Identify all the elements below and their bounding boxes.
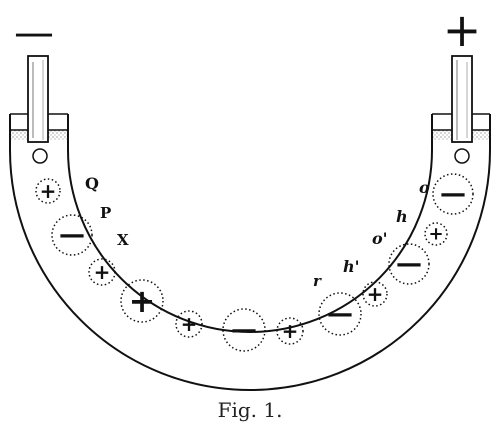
label-x: X [117, 231, 129, 249]
positive-electrode-tip [454, 148, 470, 164]
svg-text:—: — [231, 315, 257, 345]
ion-minus: — [51, 214, 93, 256]
svg-text:—: — [440, 179, 466, 209]
svg-text:+: + [367, 282, 384, 306]
negative-electrode [27, 55, 49, 164]
ion-minus: — [432, 173, 474, 215]
svg-text:+: + [40, 179, 57, 203]
ion-plus: + [35, 178, 61, 204]
label-p: P [100, 204, 111, 222]
u-tube-outer-wall [9, 114, 491, 391]
positive-electrode [451, 55, 473, 164]
ion-plus: + [362, 281, 388, 307]
label-q: Q [85, 174, 99, 193]
svg-text:—: — [327, 299, 353, 329]
u-tube-inner-wall [67, 114, 433, 333]
ion-plus: + [175, 310, 203, 338]
ion-plus: + [120, 279, 164, 323]
svg-text:+: + [129, 282, 156, 320]
ion-minus: — [388, 243, 430, 285]
svg-text:+: + [282, 319, 299, 343]
ion-minus: — [222, 308, 266, 352]
ion-plus: + [88, 258, 116, 286]
label-o-prime: o' [372, 229, 388, 248]
ion-plus: + [424, 222, 448, 246]
svg-text:+: + [94, 260, 111, 284]
ion-minus: — [318, 292, 362, 336]
label-h: h [396, 207, 408, 226]
ion-plus: + [276, 317, 304, 345]
svg-text:+: + [428, 224, 443, 245]
positive-electrode-sign: + [443, 3, 482, 57]
figure-caption: Fig. 1. [217, 398, 283, 422]
label-h-prime: h' [343, 257, 360, 276]
negative-electrode-tip [32, 148, 48, 164]
label-o: o [419, 178, 430, 197]
label-r: r [313, 272, 322, 290]
svg-text:+: + [181, 312, 198, 336]
svg-text:—: — [59, 220, 85, 250]
svg-text:—: — [396, 249, 422, 279]
negative-electrode-sign: — [14, 10, 54, 56]
